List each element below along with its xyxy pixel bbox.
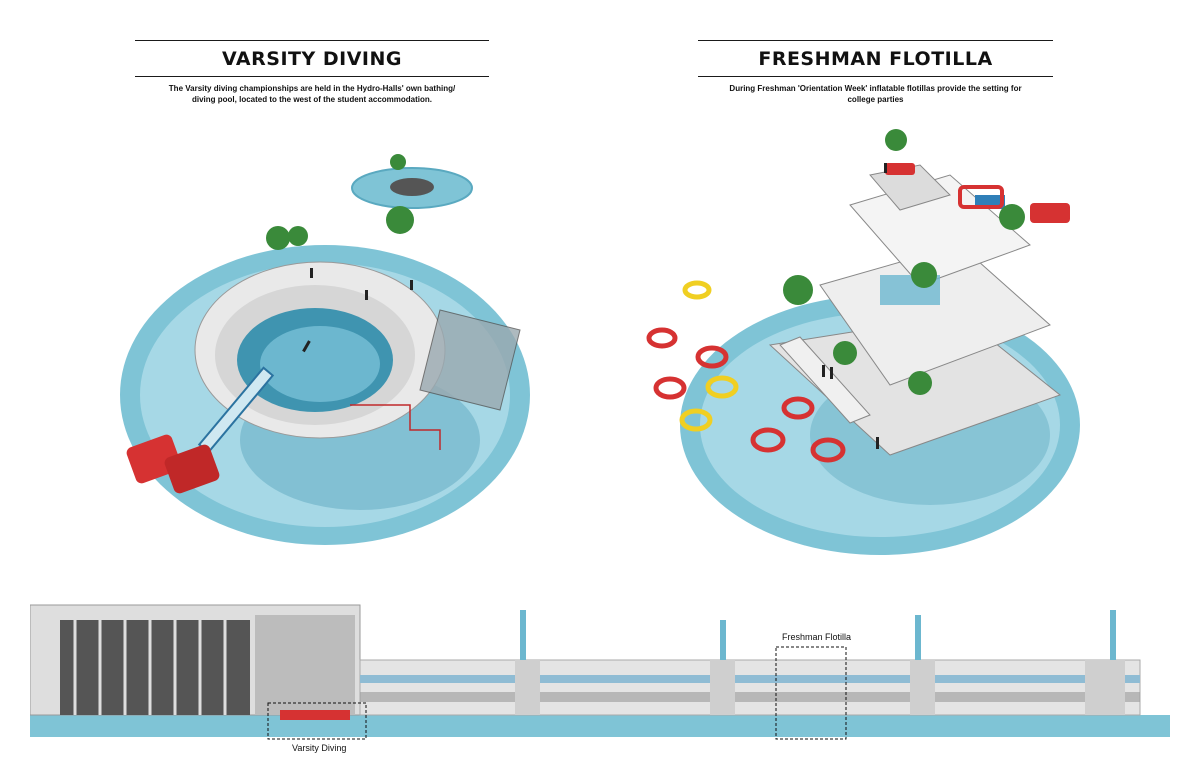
hall-tower-4 <box>1085 660 1125 715</box>
palm-5 <box>833 341 857 365</box>
small-pool-dark-center <box>390 178 434 196</box>
hall-row <box>359 659 1141 716</box>
glass-block <box>419 309 521 411</box>
palm-3 <box>911 262 937 288</box>
red-ring-5 <box>750 427 786 453</box>
palm-4 <box>390 154 406 170</box>
pier <box>779 336 871 424</box>
yellow-ring-3 <box>679 408 713 432</box>
tower-window-grid <box>73 620 227 715</box>
freshman-flotilla-description: During Freshman 'Orientation Week' infla… <box>698 83 1053 105</box>
fountain-4 <box>1110 610 1116 660</box>
tower-dark-facade <box>60 620 250 715</box>
red-ring-2 <box>653 376 687 400</box>
red-seat-2 <box>164 444 220 494</box>
diver <box>302 340 311 353</box>
header-rule-bottom <box>698 76 1053 77</box>
fountain-2 <box>720 620 726 660</box>
person-2 <box>365 290 368 300</box>
header-rule-top <box>135 40 489 41</box>
freshman-description-line-1: During Freshman 'Orientation Week' infla… <box>729 84 1022 93</box>
palm-2 <box>288 226 308 246</box>
person-1 <box>822 365 825 377</box>
red-pool-element <box>280 710 350 720</box>
red-ring-3 <box>695 345 729 369</box>
hall-tower-2 <box>710 660 735 715</box>
freshman-flotilla-label: Freshman Flotilla <box>782 632 852 642</box>
freshman-flotilla-illustration <box>646 129 1080 555</box>
varsity-diving-illustration <box>120 154 530 545</box>
water-band <box>30 715 1170 737</box>
person-1 <box>310 268 313 278</box>
freshman-flotilla-title: FRESHMAN FLOTILLA <box>758 48 993 70</box>
palm-1 <box>266 226 290 250</box>
fountain-3 <box>915 615 921 660</box>
rooftop-red-float-1 <box>958 185 1004 209</box>
yellow-ring-2 <box>705 375 739 399</box>
varsity-diving-header: VARSITY DIVING The Varsity diving champi… <box>135 40 489 105</box>
diving-pool-light <box>260 326 380 402</box>
person-4 <box>884 163 887 173</box>
varsity-diving-title: VARSITY DIVING <box>222 48 402 70</box>
hall-tower-3 <box>910 660 935 715</box>
person-3 <box>876 437 879 449</box>
yellow-ring-1 <box>682 280 712 300</box>
hall-tower-1 <box>515 660 540 715</box>
palm-3 <box>386 206 414 234</box>
palm-4 <box>783 275 813 305</box>
fountain-1 <box>520 610 526 660</box>
hall-row-shadow-band <box>360 692 1140 702</box>
palm-2 <box>999 204 1025 230</box>
person-3 <box>410 280 413 290</box>
tower-side-facade <box>255 615 355 715</box>
varsity-description-line-1: The Varsity diving championships are hel… <box>168 84 456 93</box>
freshman-flotilla-header: FRESHMAN FLOTILLA During Freshman 'Orien… <box>698 40 1053 105</box>
palm-1 <box>885 129 907 151</box>
freshman-flotilla-callout-box <box>775 646 847 740</box>
varsity-diving-callout-box <box>267 702 367 740</box>
hall-row-blue-band <box>360 675 1140 683</box>
red-step-outline <box>350 404 441 450</box>
red-ring-1 <box>646 327 678 349</box>
section-elevation <box>30 604 1170 740</box>
red-ring-6 <box>810 437 846 463</box>
person-2 <box>830 367 833 379</box>
varsity-description-line-2: diving pool, located to the west of the … <box>191 95 432 104</box>
varsity-diving-description: The Varsity diving championships are hel… <box>135 83 489 105</box>
freshman-description-line-2: college parties <box>847 95 904 104</box>
varsity-diving-label: Varsity Diving <box>292 743 347 753</box>
palm-6 <box>908 371 932 395</box>
header-rule-top <box>698 40 1053 41</box>
header-rule-bottom <box>135 76 489 77</box>
red-ring-4 <box>781 396 815 420</box>
rooftop-red-float-3 <box>885 163 915 175</box>
rooftop-red-float-2 <box>1030 203 1070 223</box>
